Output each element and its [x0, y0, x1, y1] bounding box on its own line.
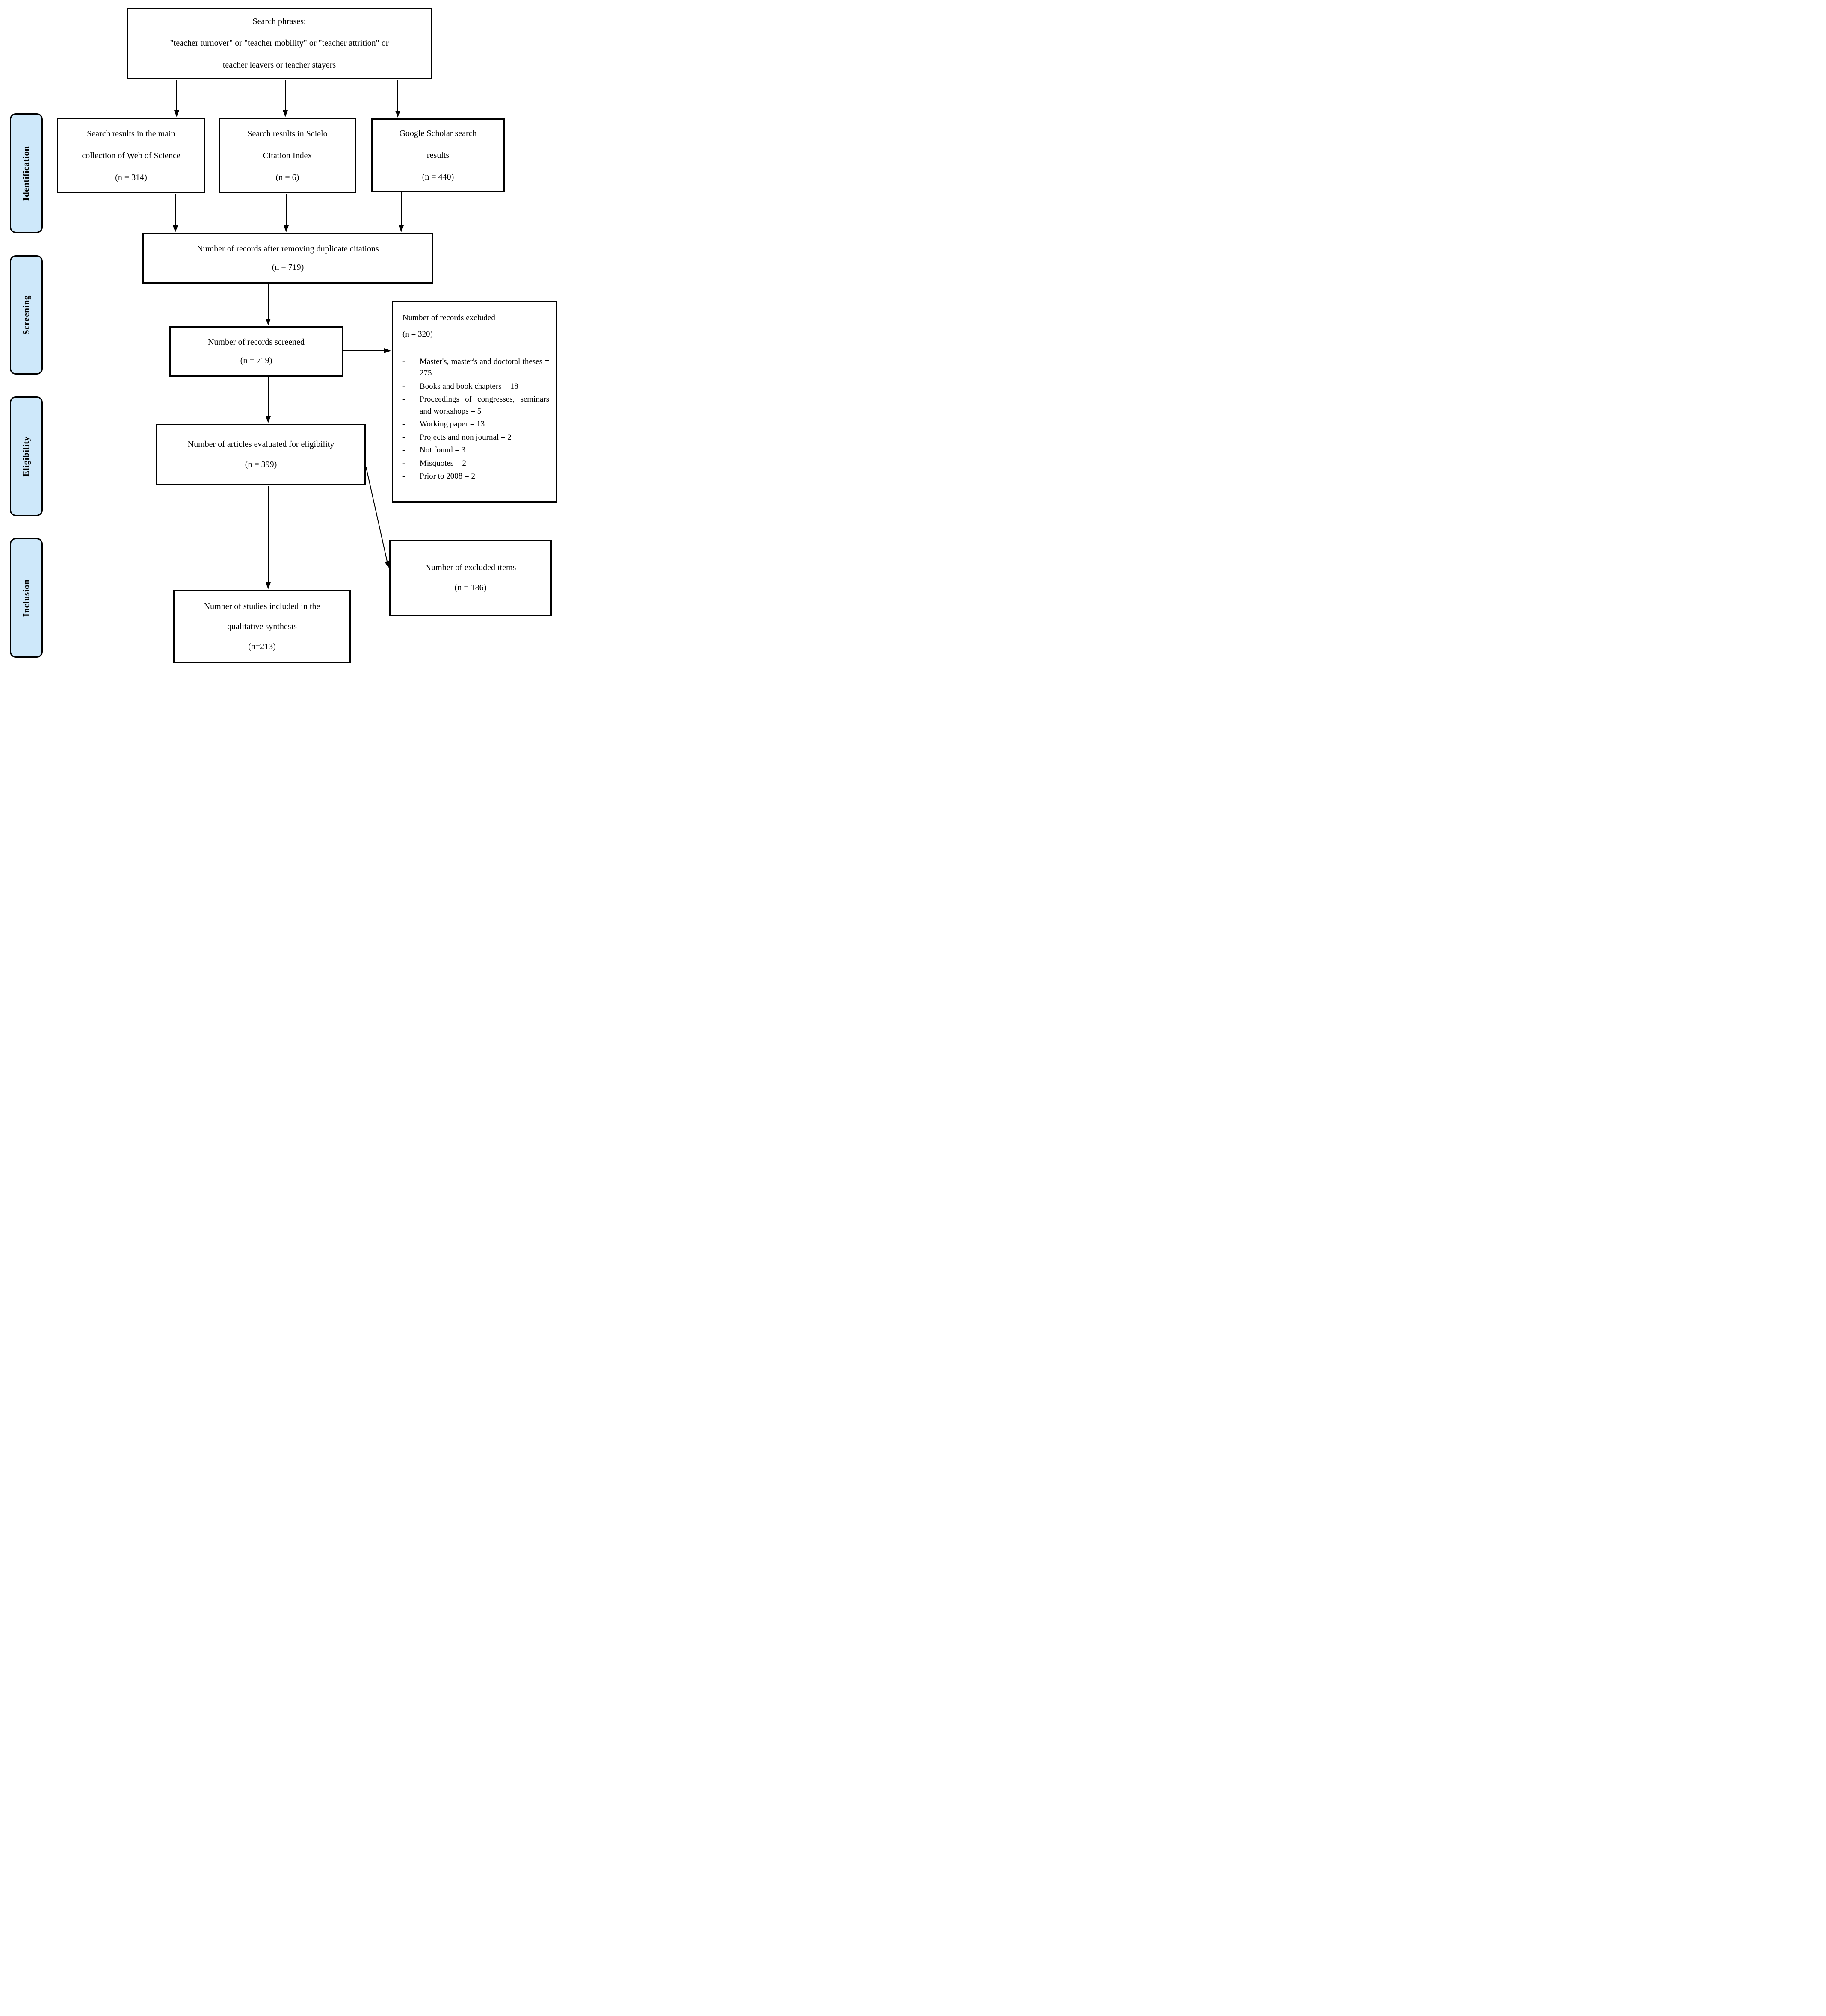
excluded-item-not-found: -Not found = 3 [402, 444, 549, 456]
stage-label-screening-text: Screening [21, 295, 31, 335]
wos-line-2: collection of Web of Science [82, 151, 181, 160]
box-google-scholar-results: Google Scholar search results (n = 440) [371, 118, 505, 192]
bullet-dash: - [402, 446, 405, 455]
box-articles-evaluated: Number of articles evaluated for eligibi… [156, 424, 366, 485]
stage-label-screening: Screening [10, 255, 43, 375]
box-scielo-results: Search results in Scielo Citation Index … [219, 118, 356, 193]
excluded-item-theses: -Master's, master's and doctoral theses … [402, 356, 549, 379]
stage-label-inclusion: Inclusion [10, 538, 43, 658]
bullet-dash: - [402, 432, 405, 442]
duplicates-line-1: Number of records after removing duplica… [197, 244, 379, 254]
included-count: (n=213) [248, 641, 276, 651]
bullet-dash: - [402, 472, 405, 481]
arrow-evaluated-to-excluded-items [366, 467, 390, 568]
records-excluded-heading: Number of records excluded [402, 313, 495, 322]
box-records-excluded: Number of records excluded (n = 320) -Ma… [392, 301, 557, 503]
box-search-phrases: Search phrases: "teacher turnover" or "t… [127, 8, 432, 79]
evaluated-count: (n = 399) [245, 460, 277, 469]
excluded-item-books: -Books and book chapters = 18 [402, 381, 549, 393]
excluded-items-count: (n = 186) [454, 583, 487, 592]
scielo-count: (n = 6) [275, 172, 299, 182]
google-scholar-line-2: results [426, 150, 450, 160]
bullet-dash: - [402, 357, 405, 366]
box-web-of-science-results: Search results in the main collection of… [57, 118, 205, 193]
box-studies-included: Number of studies included in the qualit… [173, 590, 351, 663]
excluded-item-proceedings: -Proceedings of congresses, seminars and… [402, 393, 549, 417]
search-phrases-line-3: teacher leavers or teacher stayers [222, 60, 336, 70]
box-excluded-items: Number of excluded items (n = 186) [389, 540, 552, 616]
records-excluded-list: -Master's, master's and doctoral theses … [402, 356, 549, 484]
excluded-item-working-paper: -Working paper = 13 [402, 418, 549, 430]
excluded-item-projects: -Projects and non journal = 2 [402, 432, 549, 443]
stage-label-inclusion-text: Inclusion [21, 579, 31, 617]
box-duplicates-removed: Number of records after removing duplica… [142, 233, 433, 284]
records-excluded-count: (n = 320) [402, 329, 433, 339]
excluded-items-line-1: Number of excluded items [425, 563, 516, 572]
excluded-item-misquotes: -Misquotes = 2 [402, 458, 549, 470]
scielo-line-1: Search results in Scielo [247, 129, 328, 139]
search-phrases-line-2: "teacher turnover" or "teacher mobility"… [170, 38, 389, 48]
bullet-dash: - [402, 381, 405, 391]
wos-count: (n = 314) [115, 172, 147, 182]
search-phrases-line-1: Search phrases: [252, 17, 306, 26]
stage-label-identification-text: Identification [21, 145, 31, 201]
bullet-dash: - [402, 420, 405, 429]
bullet-dash: - [402, 458, 405, 468]
screened-line-1: Number of records screened [207, 337, 305, 347]
evaluated-line-1: Number of articles evaluated for eligibi… [187, 440, 334, 449]
excluded-item-prior-2008: -Prior to 2008 = 2 [402, 470, 549, 482]
screened-count: (n = 719) [240, 356, 272, 365]
prisma-flow-diagram: Identification Screening Eligibility Inc… [0, 0, 609, 672]
google-scholar-count: (n = 440) [422, 172, 454, 182]
duplicates-count: (n = 719) [272, 263, 304, 272]
wos-line-1: Search results in the main [87, 129, 175, 139]
stage-label-eligibility: Eligibility [10, 396, 43, 516]
stage-label-eligibility-text: Eligibility [21, 436, 31, 477]
scielo-line-2: Citation Index [263, 151, 312, 160]
google-scholar-line-1: Google Scholar search [399, 128, 477, 138]
box-records-screened: Number of records screened (n = 719) [169, 326, 343, 377]
included-line-2: qualitative synthesis [227, 621, 297, 631]
bullet-dash: - [402, 395, 405, 404]
included-line-1: Number of studies included in the [204, 601, 320, 611]
stage-label-identification: Identification [10, 113, 43, 233]
